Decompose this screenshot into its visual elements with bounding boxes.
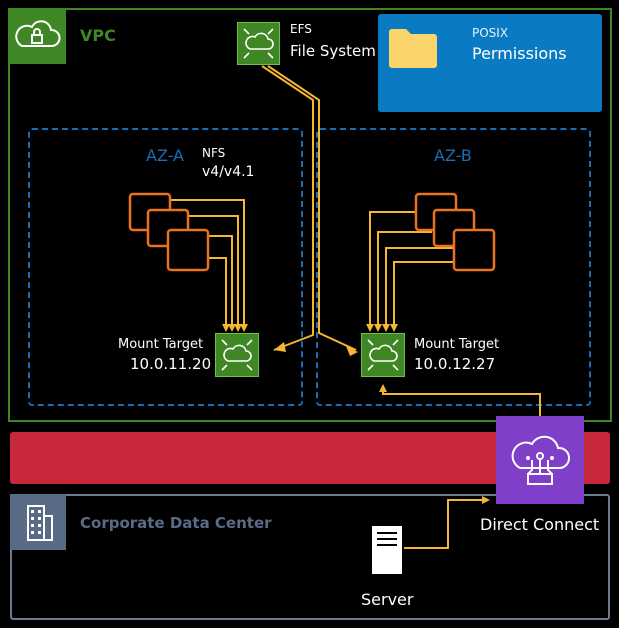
direct-connect-link xyxy=(379,384,541,416)
instance-link-b1 xyxy=(366,211,416,332)
availability-zone-b xyxy=(316,128,591,406)
instance-link-a3 xyxy=(208,235,236,332)
instance-link-a4 xyxy=(208,257,230,332)
instance-link-b4 xyxy=(390,261,454,332)
posix-permissions-box xyxy=(378,14,602,112)
efs-label: EFS xyxy=(290,22,312,36)
efs-link-az-a xyxy=(261,65,314,351)
vpc-label: VPC xyxy=(80,26,116,45)
ec2-instance-icon xyxy=(414,192,496,272)
efs-link-az-b xyxy=(267,65,357,351)
nfs-label: NFS xyxy=(202,146,226,160)
building-icon xyxy=(10,494,66,550)
nfs-version-label: v4/v4.1 xyxy=(202,164,255,180)
ec2-instance-icon xyxy=(128,192,210,272)
mount-target-a-ip: 10.0.11.20 xyxy=(130,355,212,373)
cloud-lock-icon xyxy=(8,8,66,64)
corporate-data-center-label: Corporate Data Center xyxy=(80,514,272,532)
mount-target-b-icon xyxy=(361,333,405,377)
mount-target-a-icon xyxy=(215,333,259,377)
instance-link-a1 xyxy=(170,199,248,332)
direct-connect-label: Direct Connect xyxy=(480,515,600,534)
efs-icon xyxy=(237,22,280,65)
server-link xyxy=(404,496,490,549)
file-system-label: File System xyxy=(290,42,376,60)
server-label: Server xyxy=(361,590,414,609)
mount-target-b-label: Mount Target xyxy=(414,337,500,352)
instance-link-a2 xyxy=(186,215,242,332)
corporate-data-center-container xyxy=(10,494,610,620)
permissions-label: Permissions xyxy=(472,44,567,63)
az-b-label: AZ-B xyxy=(434,146,472,165)
direct-connect-icon xyxy=(496,416,584,504)
instance-link-b3 xyxy=(382,247,454,332)
availability-zone-a xyxy=(28,128,303,406)
posix-label: POSIX xyxy=(472,26,509,40)
folder-icon xyxy=(389,29,437,68)
vpc-container xyxy=(8,8,612,422)
server-icon xyxy=(372,526,402,574)
mount-target-b-ip: 10.0.12.27 xyxy=(414,355,496,373)
mount-target-a-label: Mount Target xyxy=(118,337,204,352)
instance-link-b2 xyxy=(374,231,432,332)
az-a-label: AZ-A xyxy=(146,146,184,165)
